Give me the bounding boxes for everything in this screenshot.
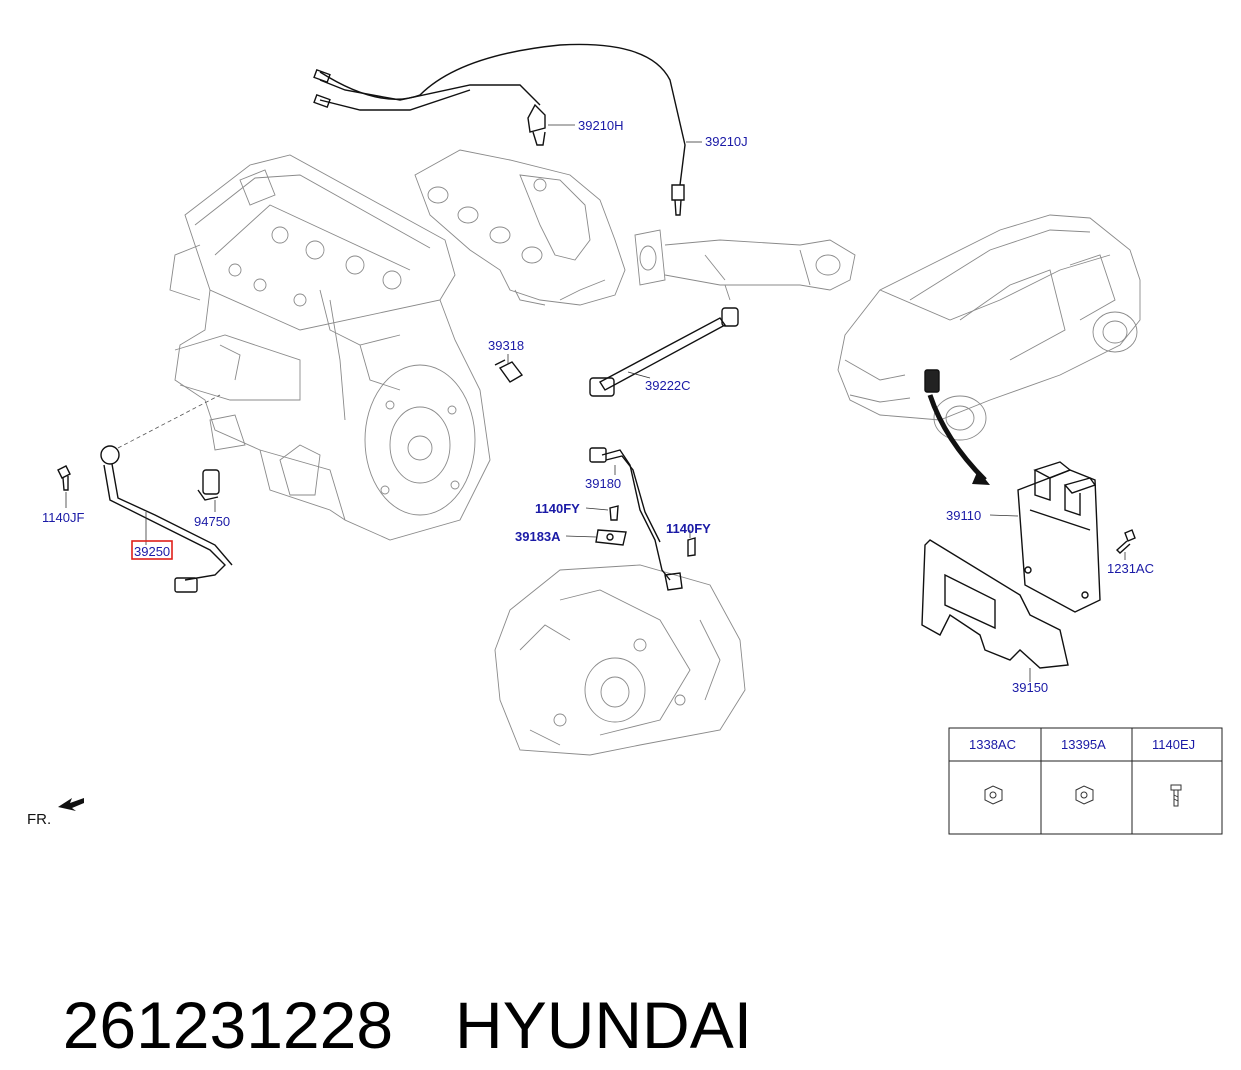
parts-diagram: 39210H 39210J 39318 39222C 1140JF 94750 … — [42, 43, 1223, 835]
catalytic-converter-drawing — [634, 229, 856, 301]
sensor-39318-drawing — [494, 354, 524, 383]
bracket-39183A-drawing — [565, 505, 696, 557]
front-direction-label: FR. — [27, 811, 52, 828]
parts-table-header-1: 1338AC — [969, 737, 1016, 752]
callout-39110: 39110 — [946, 508, 981, 523]
nut-icon — [984, 785, 1003, 805]
exhaust-manifold-drawing — [414, 149, 626, 306]
part-number: 261231228 — [62, 988, 394, 1062]
sensor-39222C-drawing — [589, 307, 739, 397]
callout-1140FY-b: 1140FY — [666, 521, 711, 536]
parts-table-header-2: 13395A — [1061, 737, 1106, 752]
front-direction-arrow-icon — [58, 798, 84, 811]
bolt-icon — [1170, 784, 1182, 807]
callout-39250: 39250 — [134, 544, 170, 559]
transaxle-drawing — [494, 564, 746, 756]
callout-39210J: 39210J — [705, 134, 748, 149]
callout-1140JF: 1140JF — [42, 510, 84, 525]
brand-name: HYUNDAI — [455, 988, 753, 1062]
callout-39210H: 39210H — [578, 118, 624, 133]
knock-sensor-39250-drawing — [100, 394, 233, 593]
footer-caption: 261231228 HYUNDAI — [26, 890, 1216, 1062]
ecu-39110-drawing — [989, 461, 1101, 613]
parts-table: 1338AC 13395A 1140EJ — [948, 727, 1223, 835]
parts-table-header-3: 1140EJ — [1152, 737, 1195, 752]
bracket-39150-drawing — [921, 539, 1069, 682]
nut-icon — [1075, 785, 1094, 805]
oxygen-sensor-39210H — [313, 43, 686, 216]
bolt-1140JF-drawing — [57, 465, 71, 508]
callout-94750: 94750 — [194, 514, 230, 529]
speed-sensor-39180-drawing — [589, 447, 683, 591]
callout-39180: 39180 — [585, 476, 621, 491]
callout-1231AC: 1231AC — [1107, 561, 1154, 576]
callout-39318: 39318 — [488, 338, 524, 353]
vehicle-drawing — [837, 214, 1141, 485]
bolt-1231AC-drawing — [1115, 529, 1136, 560]
callout-39183A: 39183A — [515, 529, 561, 544]
callout-labels: 39210H 39210J 39318 39222C 1140JF 94750 … — [42, 118, 1154, 695]
callout-1140FY-a: 1140FY — [535, 501, 580, 516]
sensor-94750-drawing — [197, 469, 220, 512]
engine-block-drawing — [169, 154, 491, 541]
callout-39150: 39150 — [1012, 680, 1048, 695]
highlight-box-39250 — [131, 540, 173, 560]
callout-39222C: 39222C — [645, 378, 691, 393]
